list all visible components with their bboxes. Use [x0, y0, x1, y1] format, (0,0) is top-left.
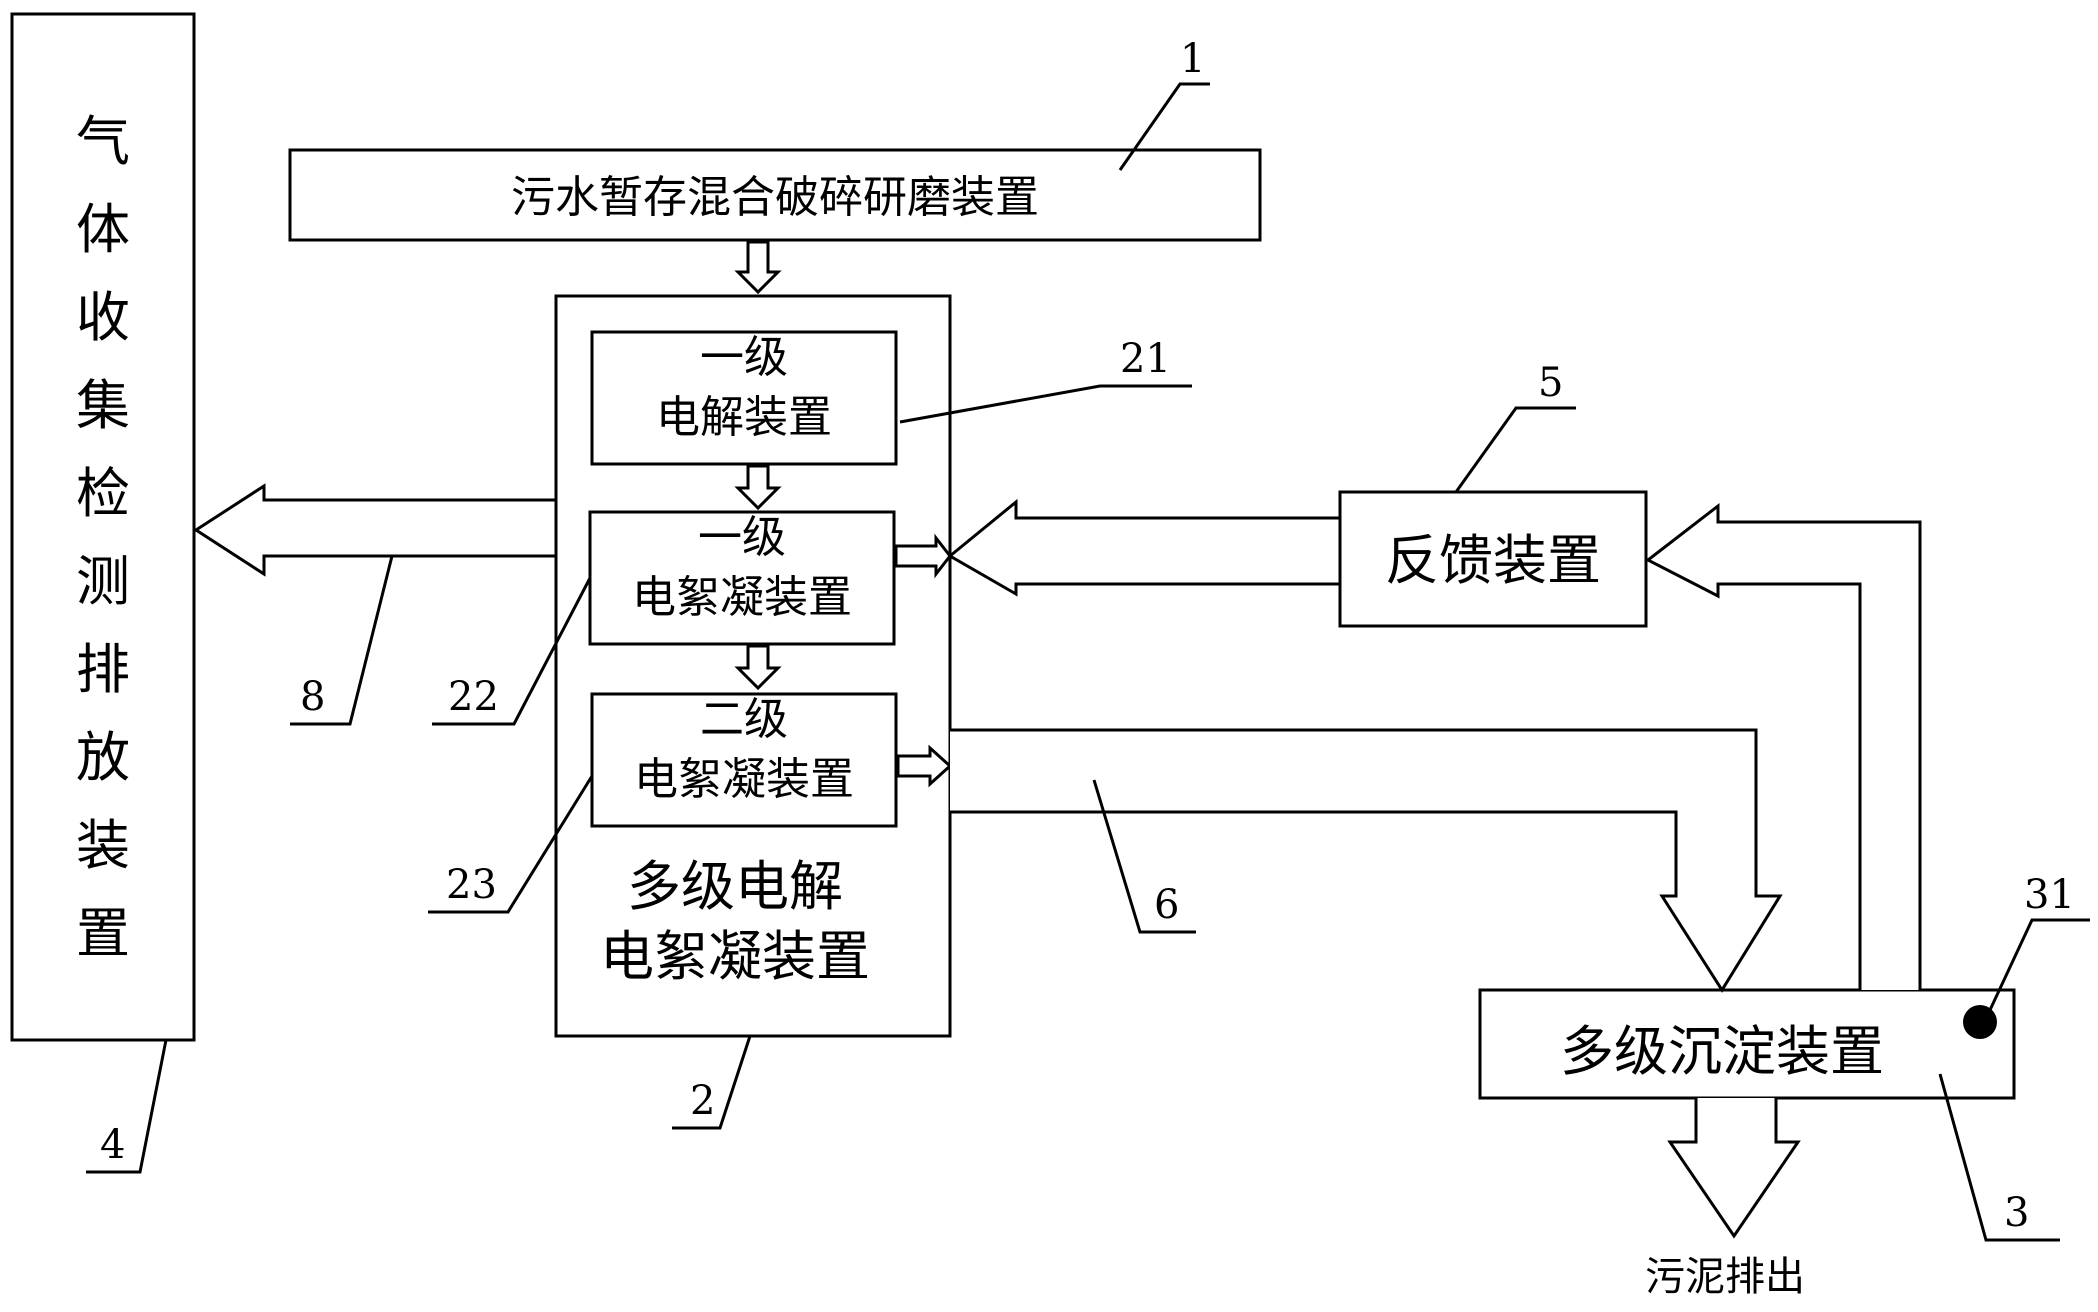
- arrow-floc2-out: [896, 744, 953, 788]
- leader-21: [899, 384, 1192, 424]
- leader-2: [672, 1035, 752, 1130]
- floc-stage2-label-2: 电絮凝装置: [634, 754, 854, 805]
- floc-stage1-label-2: 电絮凝装置: [632, 572, 852, 623]
- arrow-sludge-out: [1667, 1098, 1801, 1239]
- electrolysis-stage1-label-2: 电解装置: [656, 392, 832, 443]
- floc-stage2-box: [590, 692, 898, 828]
- floc-stage2-label-1: 二级: [700, 694, 788, 745]
- floc-stage1-box: [588, 510, 896, 646]
- ref-label-21: 21: [1120, 336, 1171, 382]
- sensor-dot-icon: [1963, 1005, 1997, 1039]
- floc-stage1-label-1: 一级: [698, 512, 786, 563]
- leader-1: [1118, 82, 1210, 171]
- electrolysis-stage1-box: [590, 330, 898, 466]
- arrow-gas-to-collection: [193, 483, 558, 577]
- sedimentation-box: [1478, 988, 2016, 1100]
- arrow-floc1-to-floc2: [734, 644, 782, 691]
- leader-3: [1938, 1073, 2060, 1242]
- grinding-device-box: [288, 148, 1262, 242]
- ref-label-4: 4: [100, 1122, 125, 1168]
- grinding-device-label: 污水暂存混合破碎研磨装置: [511, 172, 1039, 223]
- gas-collection-box: [10, 12, 196, 1042]
- leader-31: [1988, 918, 2090, 1011]
- feedback-device-box: [1338, 490, 1648, 628]
- ref-label-3: 3: [2004, 1190, 2029, 1236]
- leader-22: [432, 577, 592, 726]
- leader-8: [290, 555, 394, 726]
- ref-label-22: 22: [448, 674, 499, 720]
- ref-label-31: 31: [2024, 872, 2075, 918]
- leader-6: [1092, 779, 1196, 934]
- ref-label-8: 8: [300, 674, 325, 720]
- multistage-unit-label-2: 电絮凝装置: [600, 925, 870, 988]
- sedimentation-label: 多级沉淀装置: [1560, 1020, 1884, 1083]
- feedback-device-label: 反馈装置: [1385, 529, 1601, 592]
- arrow-electrolysis-to-floc1: [734, 464, 782, 511]
- ref-label-1: 1: [1180, 36, 1205, 82]
- sludge-out-label: 污泥排出: [1645, 1254, 1805, 1300]
- gas-collection-label: 气体收集检测排放装置: [76, 110, 130, 965]
- arrow-unit-to-sedimentation: [950, 728, 1783, 993]
- arrow-grinding-to-unit: [734, 240, 782, 295]
- leader-23: [428, 775, 594, 914]
- arrow-sedimentation-to-feedback: [1645, 502, 1922, 990]
- ref-label-6: 6: [1154, 882, 1179, 928]
- leader-4: [86, 1039, 168, 1174]
- leader-5: [1454, 406, 1576, 493]
- ref-label-2: 2: [690, 1078, 715, 1124]
- arrow-feedback-to-floc1: [947, 498, 1342, 597]
- electrolysis-stage1-label-1: 一级: [700, 332, 788, 383]
- ref-label-5: 5: [1538, 360, 1563, 406]
- arrow-feedback-entry: [894, 533, 952, 579]
- ref-label-23: 23: [446, 862, 497, 908]
- multistage-unit-label-1: 多级电解: [627, 855, 843, 918]
